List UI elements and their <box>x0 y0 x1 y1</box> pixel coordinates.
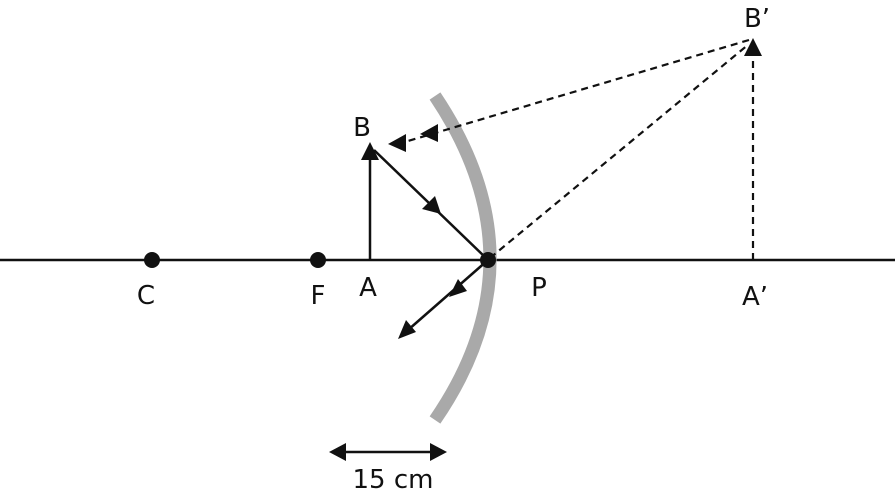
label-f: F <box>311 281 326 311</box>
focus-point <box>310 252 326 268</box>
dimension-label: 15 cm <box>353 465 434 493</box>
reflected-ray-arrow-1 <box>449 279 467 297</box>
dashed-ray-arrow-2 <box>388 134 406 152</box>
dimension-arrow-left <box>329 443 346 461</box>
dashed-ray-from-pole <box>489 43 750 259</box>
label-p: P <box>531 273 547 303</box>
label-a-prime: A’ <box>742 282 768 312</box>
label-b: B <box>353 113 371 143</box>
image-arrow-head <box>744 38 762 56</box>
reflected-ray-arrow-2 <box>398 320 416 339</box>
dashed-ray-to-b <box>397 38 750 146</box>
label-c: C <box>137 281 155 311</box>
dashed-ray-arrow-1 <box>420 124 438 142</box>
incident-ray-arrow <box>422 196 441 214</box>
center-of-curvature-point <box>144 252 160 268</box>
label-a: A <box>359 273 377 303</box>
object-arrow-head <box>361 142 379 160</box>
label-b-prime: B’ <box>744 4 770 34</box>
dimension-arrow-right <box>430 443 447 461</box>
reflected-ray <box>407 259 489 331</box>
